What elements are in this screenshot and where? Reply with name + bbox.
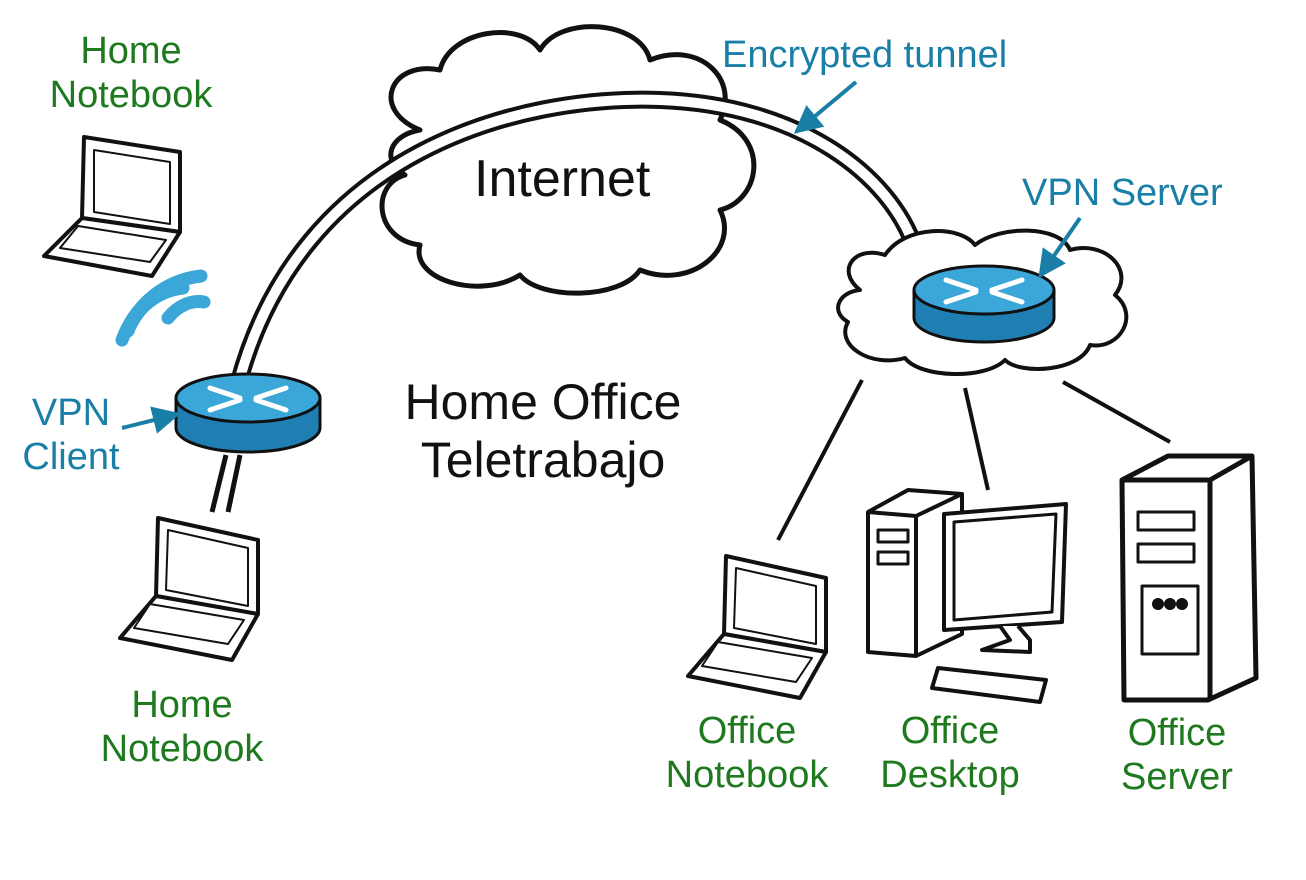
client-link-line xyxy=(209,454,243,513)
vpn-server-router-icon xyxy=(912,264,1056,344)
label-line: Teletrabajo xyxy=(420,431,666,488)
label-line: Notebook xyxy=(100,727,264,770)
encrypted-tunnel-line xyxy=(229,90,924,394)
label-line: Home xyxy=(131,684,233,726)
office-notebook-label: Office Notebook xyxy=(660,710,834,797)
vpn-server-label: VPN Server xyxy=(1022,172,1223,214)
vpn-client-label: VPN Client xyxy=(16,392,126,479)
internet-label: Internet xyxy=(474,150,651,208)
vpn-client-router-icon xyxy=(174,372,322,454)
office-server-label: Office Server xyxy=(1112,712,1242,799)
label-line: Client xyxy=(22,435,120,478)
annotation-arrows xyxy=(121,80,1082,434)
office-desktop-label: Office Desktop xyxy=(870,710,1030,797)
laptop-icon xyxy=(686,554,828,700)
server-tower-icon xyxy=(1119,453,1259,703)
label-line: Home Office xyxy=(404,374,682,430)
label-line: Notebook xyxy=(665,753,829,796)
label-line: Home xyxy=(80,30,182,72)
home-notebook-bottom-label: Home Notebook xyxy=(96,684,268,771)
home-notebook-top-label: Home Notebook xyxy=(46,30,216,117)
laptop-icon xyxy=(42,135,182,278)
wifi-icon xyxy=(115,269,211,347)
encrypted-tunnel-label: Encrypted tunnel xyxy=(722,34,1008,76)
desktop-pc-icon xyxy=(866,488,1068,704)
label-line: Notebook xyxy=(49,73,213,116)
laptop-icon xyxy=(118,516,260,662)
label-line: VPN xyxy=(31,392,111,434)
label-line: Desktop xyxy=(880,753,1020,796)
label-line: Office xyxy=(697,710,797,752)
home-office-label: Home Office Teletrabajo xyxy=(398,374,688,489)
label-line: Server xyxy=(1121,755,1233,798)
office-links xyxy=(776,379,1171,541)
label-line: Office xyxy=(900,710,1000,752)
label-line: Office xyxy=(1127,712,1227,754)
